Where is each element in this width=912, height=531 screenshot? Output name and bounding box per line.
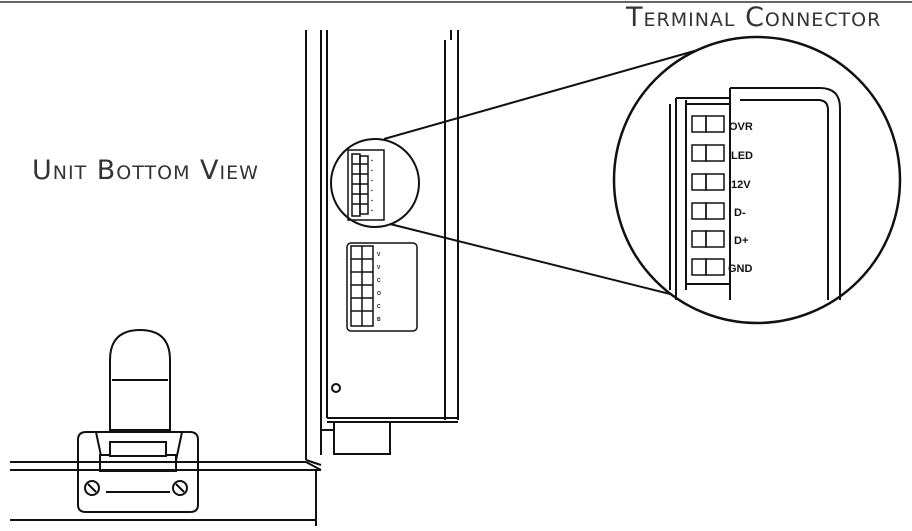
lower-pin-label: C xyxy=(377,304,381,310)
svg-text:▪: ▪ xyxy=(371,178,373,184)
small-connector-pin-marks: ▪ ▪ ▪ ▪ ▪ ▪ xyxy=(371,158,373,214)
lid-edge xyxy=(10,461,322,526)
svg-text:▪: ▪ xyxy=(371,168,373,174)
lower-pin-label: B xyxy=(377,317,381,323)
pin-label-12v: 12V xyxy=(731,179,751,191)
pin-label-ovr: OVR xyxy=(729,121,753,133)
svg-text:▪: ▪ xyxy=(371,208,373,214)
svg-text:▪: ▪ xyxy=(371,198,373,204)
pin-label-gnd: GND xyxy=(728,263,753,275)
lower-pin-label: O xyxy=(377,291,381,297)
small-terminal-connector xyxy=(347,149,385,221)
terminal-connector-label: Terminal Connector xyxy=(626,2,882,33)
pin-label-led: LED xyxy=(731,150,753,162)
zoom-circle xyxy=(612,35,902,325)
source-highlight-circle xyxy=(330,138,420,228)
zoom-tangent-top xyxy=(383,47,706,140)
lower-pin-label: C xyxy=(377,278,381,284)
svg-text:▪: ▪ xyxy=(371,158,373,164)
enlarged-pin-slots xyxy=(691,115,725,276)
unit-bottom-view-label: Unit Bottom View xyxy=(32,155,259,186)
lower-terminal-block xyxy=(346,242,418,332)
pin-label-d-minus: D- xyxy=(734,207,746,219)
enlarged-terminal-connector xyxy=(669,87,841,300)
svg-text:▪: ▪ xyxy=(371,188,373,194)
lower-pin-label: V xyxy=(377,252,381,258)
latch-assembly xyxy=(77,328,199,513)
zoom-tangent-bottom xyxy=(389,223,719,307)
lower-pin-label: V xyxy=(377,265,381,271)
unit-housing xyxy=(305,30,459,466)
terminal-pin-labels: OVR LED 12V D- D+ GND xyxy=(728,121,753,275)
pin-label-d-plus: D+ xyxy=(734,235,748,247)
lower-block-pin-labels: V V C O C B xyxy=(377,252,381,323)
